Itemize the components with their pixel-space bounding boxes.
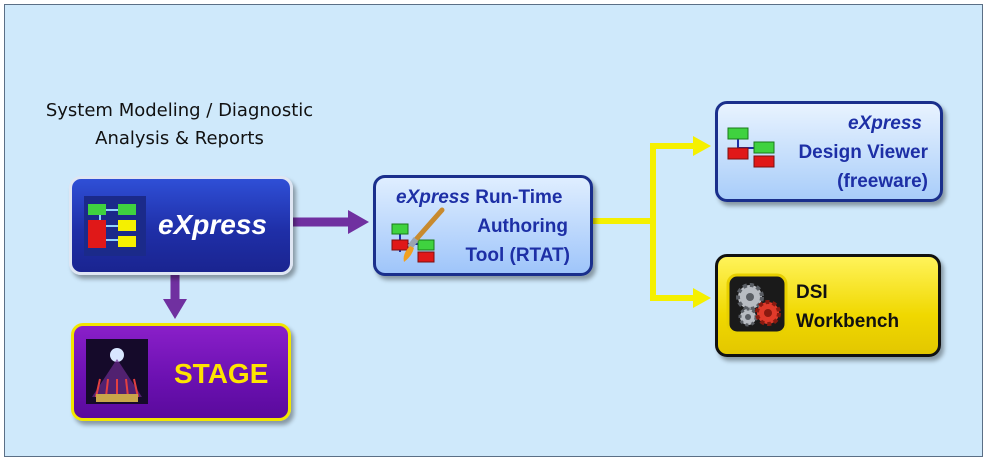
- rtat-title-express: eXpress: [396, 187, 470, 208]
- stage-thumbnail-icon: [86, 339, 148, 404]
- dsi-workbench-node[interactable]: DSI Workbench: [715, 254, 941, 357]
- arrow-head-to-viewer: [693, 136, 711, 156]
- caption-line-1: System Modeling / Diagnostic: [45, 100, 314, 121]
- design-viewer-node[interactable]: eXpress Design Viewer (freeware): [715, 101, 943, 202]
- dsi-line-2: Workbench: [796, 311, 900, 332]
- viewer-line-1: eXpress: [848, 113, 922, 134]
- rtat-title: eXpress Run-Time: [396, 187, 563, 209]
- arrow-head-express-to-stage: [163, 299, 187, 319]
- flow-diagram-icon: [727, 127, 775, 168]
- rtat-line-2: Authoring: [477, 216, 568, 237]
- viewer-line-2: Design Viewer: [798, 142, 928, 163]
- rtat-title-rest: Run-Time: [469, 187, 563, 208]
- stage-node[interactable]: STAGE: [71, 323, 291, 421]
- flow-diagram-icon: [84, 196, 146, 256]
- stage-label: STAGE: [174, 358, 269, 389]
- express-caption: System Modeling / Diagnostic Analysis & …: [27, 97, 332, 153]
- caption-line-2: Analysis & Reports: [95, 128, 264, 149]
- viewer-line-3: (freeware): [837, 171, 928, 192]
- rtat-node[interactable]: eXpress Run-Time Authoring Tool (RTAT): [373, 175, 593, 276]
- express-label: eXpress: [158, 209, 267, 240]
- dsi-line-1: DSI: [796, 282, 828, 303]
- arrow-head-express-to-rtat: [348, 210, 369, 234]
- paintbrush-diagram-icon: [391, 207, 445, 263]
- express-node[interactable]: eXpress: [69, 176, 293, 275]
- arrow-head-to-dsi: [693, 288, 711, 308]
- diagram-canvas: System Modeling / Diagnostic Analysis & …: [4, 4, 983, 457]
- rtat-line-3: Tool (RTAT): [465, 245, 570, 266]
- gears-icon: [726, 273, 788, 335]
